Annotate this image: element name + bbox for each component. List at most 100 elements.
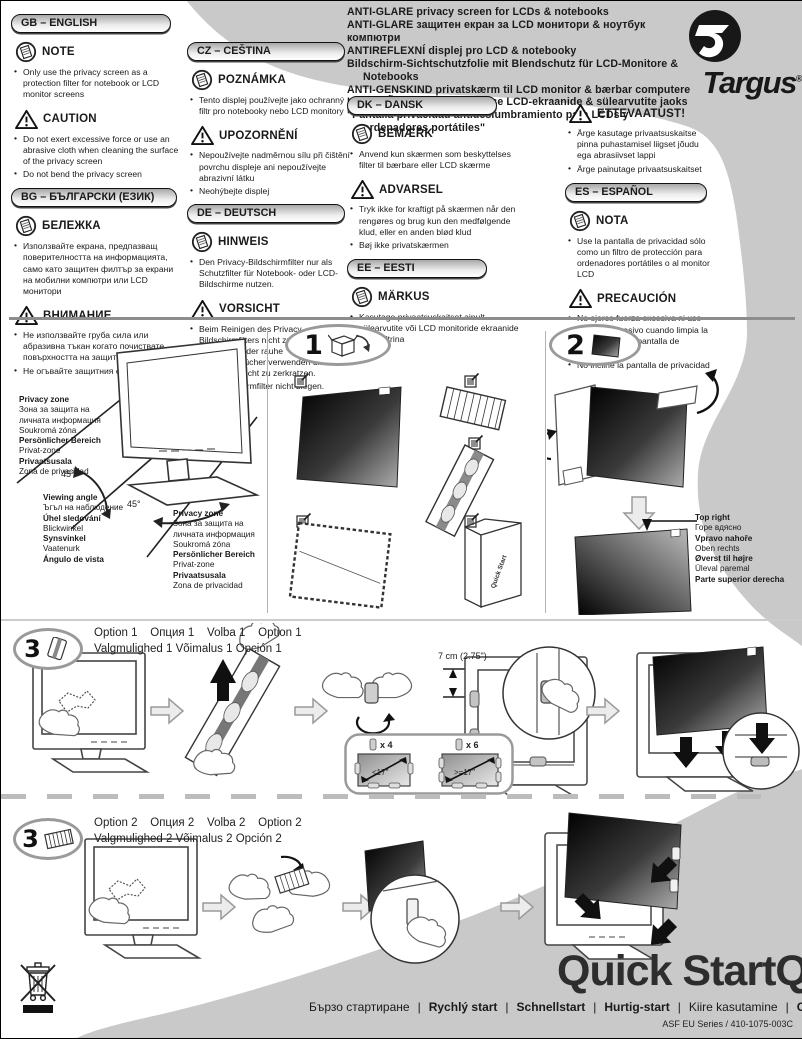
caution-row-gb: CAUTION (15, 109, 179, 130)
step-3-badge-option2: 3 (13, 818, 83, 860)
caution-item: Не използвайте груба сила или абразивна … (14, 329, 179, 364)
note-title: POZNÁMKA (218, 74, 287, 86)
svg-text:>=17": >=17" (454, 768, 475, 777)
next-arrow (202, 894, 236, 920)
caution-item: Neohýbejte displej (190, 185, 351, 197)
note-row-bg: БЕЛЕЖКА (15, 215, 179, 237)
checkbox-icon (464, 372, 480, 388)
caution-row-cz: UPOZORNĚNÍ (191, 125, 351, 146)
lang-heading-cz: CZ – CEŠTINA (187, 42, 345, 61)
angle-right-label: 45° (127, 499, 141, 509)
warning-triangle-icon (569, 103, 592, 124)
caution-item: No incline la pantalla de privacidad (568, 359, 713, 371)
strip-icon (43, 828, 74, 850)
note-list-es: Use la pantalla de privacidad sólo como … (565, 235, 713, 281)
step-2-badge: 2 (549, 324, 641, 366)
weee-bin-icon (20, 962, 56, 1013)
tab-count-box: x 4 <17" x 6 >=17" (344, 733, 514, 795)
lang-item: Hurtig-start (604, 1000, 670, 1014)
note-title: BEMÆRK (378, 128, 433, 140)
checkbox-icon (294, 372, 310, 388)
note-item: Tento displej používejte jako ochranný f… (190, 94, 351, 117)
warning-triangle-icon (351, 180, 374, 200)
unbox-icon (327, 334, 370, 357)
lang-heading-ee: EE – EESTI (347, 259, 487, 279)
clean-monitor-art (32, 652, 148, 773)
velcro-strips-art (439, 386, 507, 431)
note-row-ee: MÄRKUS (351, 286, 523, 308)
tab-count-small: x 4 <17" (354, 738, 414, 789)
separator: | (417, 1000, 421, 1014)
note-icon (15, 216, 37, 237)
option2-illustrations (84, 812, 682, 964)
caution-row-bg: ВНИМАНИЕ (15, 305, 179, 326)
note-row-es: NOTA (569, 210, 713, 232)
attach-screen-art (544, 812, 682, 960)
fold-tab-art (319, 667, 415, 735)
title-line: ANTI-GLARE защитен екран за LCD монитори… (347, 18, 646, 44)
note-icon (191, 231, 213, 253)
lang-heading-dk: DK – DANSK (347, 96, 497, 115)
lang-heading-gb: GB – ENGLISH (11, 14, 171, 33)
caution-title: ETTEVAATUST! (597, 107, 686, 120)
note-icon (351, 286, 373, 308)
top-swoosh (187, 1, 802, 647)
note-row-gb: NOTE (15, 41, 179, 63)
caution-item: Ärge kasutage privaatsuskaitse pinna puh… (568, 127, 713, 162)
tab-count-large: x 6 >=17" (438, 738, 502, 789)
unfold-screen-art (547, 369, 719, 615)
caution-list-ee: Ärge kasutage privaatsuskaitse pinna puh… (565, 127, 713, 175)
note-list-de: Den Privacy-Bildschirmfilter nur als Sch… (187, 256, 351, 291)
svg-text:x 6: x 6 (466, 740, 479, 750)
panel-divider (545, 331, 546, 613)
warning-triangle-icon (569, 289, 592, 309)
caution-title: PRECAUCIÓN (597, 292, 677, 305)
warning-triangle-icon (15, 109, 38, 129)
lang-heading-de: DE – DEUTSCH (187, 204, 345, 224)
note-list-gb: Only use the privacy screen as a protect… (11, 66, 179, 101)
warning-triangle-icon (191, 126, 214, 146)
column-dk-ee: DK – DANSK BEMÆRK Anvend kun skærmen som… (347, 95, 523, 352)
caution-item: Nepoužívejte nadměrnou sílu při čištění … (190, 149, 351, 184)
clean-monitor-art (84, 838, 200, 959)
targus-wordmark: Targus® (702, 65, 802, 100)
separator: | (593, 1000, 597, 1014)
note-icon (15, 41, 37, 63)
lang-item: Rychlý start (428, 1000, 498, 1014)
lang-heading-bg: BG – БЪЛГАРСКИ (ЕЗИК) (11, 188, 177, 208)
fold-strip-art (226, 855, 332, 935)
measurement-label: 7 cm (2.75") (438, 651, 487, 661)
part-number: ASF EU Series / 410-1075-003C (662, 1019, 793, 1029)
unfold-sequence (547, 369, 719, 488)
section-divider (9, 317, 795, 320)
step-number: 1 (304, 329, 323, 361)
caution-list-cz: Nepoužívejte nadměrnou sílu při čištění … (187, 149, 351, 197)
caution-title: VORSICHT (219, 303, 281, 316)
note-item: Only use the privacy screen as a protect… (14, 66, 179, 101)
svg-text:<17": <17" (372, 768, 389, 777)
note-icon (191, 69, 213, 91)
next-arrow (500, 894, 534, 920)
note-row-de: HINWEIS (191, 231, 351, 253)
caution-list-gb: Do not exert excessive force or use an a… (11, 133, 179, 181)
caution-title: UPOZORNĚNÍ (219, 129, 298, 142)
note-item: Използвайте екрана, предпазващ поверител… (14, 240, 179, 297)
footer-languages: Бързо стартиране| Rychlý start| Schnells… (309, 1000, 802, 1014)
registered-mark: ® (795, 73, 802, 84)
screen-icon (591, 334, 621, 358)
note-title: NOTA (596, 214, 629, 227)
warning-triangle-icon (15, 306, 38, 326)
caution-row-dk: ADVARSEL (351, 179, 523, 200)
lang-item: Бързо стартиране (309, 1000, 410, 1014)
caution-item: Do not bend the privacy screen (14, 168, 179, 180)
caution-row-ee: ETTEVAATUST! (569, 103, 713, 124)
step-1-badge: 1 (285, 324, 391, 366)
viewing-angle-diagram (16, 338, 260, 558)
title-line: ANTI-GENSKIND privatskærm til LCD monito… (347, 83, 691, 96)
title-line: Notebooks (363, 70, 419, 83)
